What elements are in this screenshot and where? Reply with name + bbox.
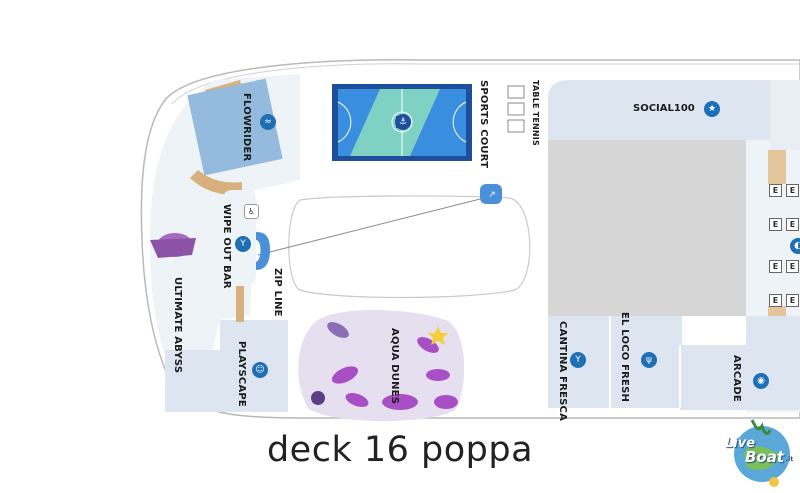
elevator-1: E: [769, 184, 782, 197]
logo-live-text: Live: [725, 436, 756, 451]
court-right-arc: [452, 101, 467, 143]
dune-hole-6: [434, 395, 458, 409]
dune-octopus: [311, 391, 325, 405]
table-tennis-table-1: [507, 85, 525, 99]
el-loco-fresh-label: EL LOCO FRESH: [619, 312, 630, 403]
hull-inner-line: [171, 63, 800, 105]
elevator-3: E: [769, 218, 782, 231]
center-gray-block: [548, 140, 746, 316]
logo-boat-text: Boat: [745, 448, 785, 466]
cocktail-icon: Y: [235, 236, 251, 252]
arcade-label: ARCADE: [731, 355, 742, 402]
dune-hole-4: [426, 369, 450, 381]
playscape-label: PLAYSCAPE: [236, 341, 247, 407]
elevator-8: E: [786, 294, 799, 307]
elevator-5: E: [769, 260, 782, 273]
logo-suffix-text: .it: [786, 456, 794, 463]
social100-icon: ★: [704, 101, 720, 117]
dune-hole-2: [345, 393, 369, 407]
cantina-cocktail-icon: Y: [570, 352, 586, 368]
table-tennis-label: TABLE TENNIS: [531, 80, 540, 146]
dune-hole-1: [331, 366, 359, 384]
right-shaft: [770, 80, 800, 150]
ultimate-abyss-slide[interactable]: [150, 233, 196, 258]
elevator-7: E: [769, 294, 782, 307]
elevator-2: E: [786, 184, 799, 197]
right-stair-top: [768, 150, 786, 184]
abyss-tentacles: [150, 238, 196, 258]
dune-hole-5: [382, 394, 418, 410]
ultimate-abyss-label: ULTIMATE ABYSS: [172, 277, 183, 374]
social100-label: SOCIAL100: [633, 103, 695, 114]
zip-line-cable: [257, 195, 493, 256]
flowrider-pool: [187, 78, 283, 176]
arcade-area[interactable]: [680, 316, 800, 410]
table-tennis-table-3: [507, 119, 525, 133]
sports-court-label: SPORTS COURT: [478, 80, 489, 169]
court-left-arc: [337, 101, 352, 143]
dune-fish: [327, 322, 349, 338]
arcade-icon: ◉: [753, 373, 769, 389]
social100-area[interactable]: [548, 80, 770, 140]
aqua-dunes-label: AQUA DUNES: [389, 328, 400, 405]
liveboat-logo: Live Boat .it: [722, 412, 798, 488]
restroom-icon: ♿: [244, 204, 259, 219]
waves-icon: ≈: [260, 114, 276, 130]
playscape-icon: ☺: [252, 362, 268, 378]
deck-floor-lower-left: [165, 350, 225, 412]
zip-line-lane: [288, 195, 531, 299]
flowrider-area[interactable]: [187, 78, 283, 196]
dune-hole-3: [417, 337, 439, 353]
flowrider-label: FLOWRIDER: [241, 93, 252, 162]
elevator-4: E: [786, 218, 799, 231]
logo-globe-icon: [734, 419, 790, 487]
utensils-icon: ψ: [641, 352, 657, 368]
wipe-out-bar-counter: [256, 232, 270, 270]
dune-star: [428, 326, 448, 345]
cantina-fresca-label: CANTINA FRESCA: [557, 321, 568, 422]
table-tennis-table-2: [507, 102, 525, 116]
aqua-dunes-area[interactable]: [298, 310, 465, 422]
deck-caption: deck 16 poppa: [266, 430, 534, 470]
flowrider-ramp-bottom: [190, 170, 242, 196]
zip-line-label: ZIP LINE: [272, 268, 283, 317]
wipe-out-bar-label: WIPE OUT BAR: [221, 204, 232, 289]
court-center-circle: [391, 111, 413, 133]
ship-logo-icon: ⚓: [395, 114, 411, 130]
right-edge-icon: ◐: [790, 238, 800, 254]
wipe-out-bar-walkway: [236, 286, 244, 322]
zip-line-icon: ↗: [484, 187, 500, 203]
elevator-6: E: [786, 260, 799, 273]
